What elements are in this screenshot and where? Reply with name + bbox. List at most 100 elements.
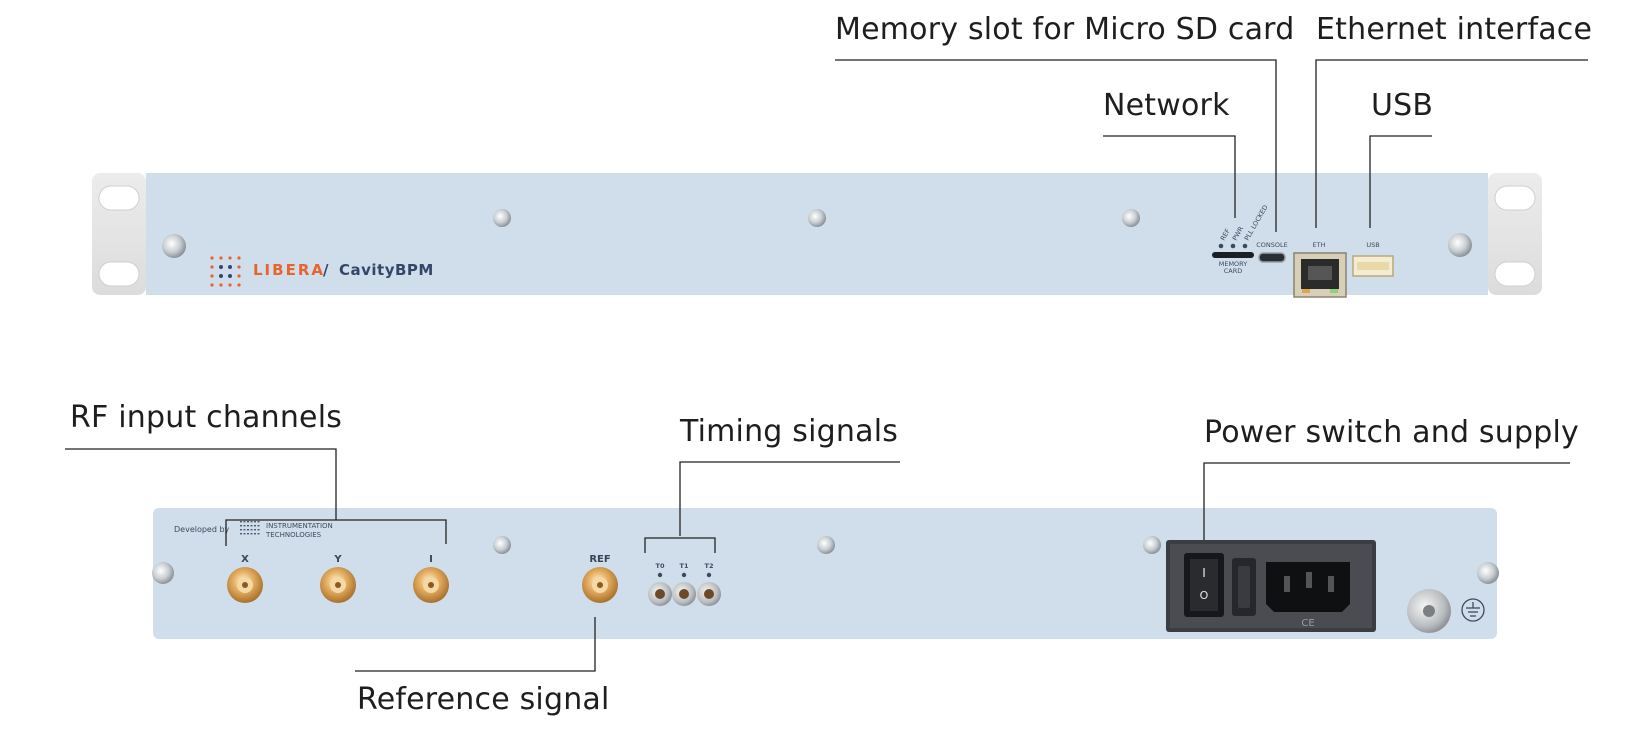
callout-timing: Timing signals — [680, 414, 899, 449]
screw-icon — [152, 562, 174, 584]
logo-dot — [240, 529, 242, 531]
libera-logo-icon — [210, 256, 241, 287]
back-panel-face — [153, 508, 1497, 639]
led-pwr-icon — [1230, 243, 1236, 249]
front-rack-slot-tl — [98, 185, 140, 211]
product-name: CavityBPM — [339, 261, 434, 279]
usb-label: USB — [1366, 241, 1379, 249]
rf-input-y-connector[interactable] — [320, 567, 356, 603]
logo-dot — [257, 521, 260, 523]
front-rack-slot-bl — [98, 261, 140, 287]
logo-dot — [219, 265, 223, 269]
logo-dot — [247, 525, 249, 527]
callout-ethernet: Ethernet interface — [1316, 12, 1593, 47]
timing-t1-connector[interactable] — [672, 582, 696, 606]
memory-card-label: MEMORY — [1219, 260, 1248, 268]
callout-memory-slot: Memory slot for Micro SD card — [835, 12, 1295, 47]
logo-dot — [219, 256, 223, 260]
ref-jack-label: REF — [589, 554, 610, 565]
logo-dot — [219, 274, 223, 278]
rf-label-x: X — [241, 554, 249, 565]
switch-on-mark: I — [1202, 566, 1206, 580]
leader-reference — [355, 617, 596, 672]
micro-sd-slot[interactable] — [1212, 252, 1254, 258]
screw-icon — [1448, 233, 1472, 257]
logo-dot — [210, 274, 214, 278]
front-rack-slot-tr — [1494, 185, 1536, 211]
logo-dot — [247, 533, 249, 535]
ethernet-port[interactable] — [1293, 252, 1347, 298]
front-panel-face — [146, 173, 1488, 295]
rf-input-x-connector[interactable] — [227, 567, 263, 603]
leader-rf — [65, 448, 337, 520]
timing-label-t2: T2 — [705, 562, 714, 570]
logo-dot — [243, 521, 246, 523]
callout-power: Power switch and supply — [1204, 415, 1579, 450]
logo-dot — [254, 529, 256, 531]
leader-lines — [65, 59, 1588, 672]
logo-dot — [240, 521, 242, 523]
logo-dot — [254, 533, 256, 535]
logo-dot — [254, 521, 256, 523]
logo-dot — [250, 521, 253, 523]
fuse-holder — [1232, 558, 1256, 616]
led-ref-icon — [1218, 243, 1224, 249]
ground-symbol-icon — [1461, 598, 1485, 622]
instrumentation-technologies-logo-icon — [240, 521, 260, 535]
screw-icon — [493, 536, 511, 554]
console-port[interactable] — [1258, 252, 1286, 263]
screw-icon — [1122, 209, 1140, 227]
logo-dot — [237, 283, 241, 287]
logo-dot — [240, 525, 242, 527]
leader-network — [1103, 135, 1236, 218]
logo-dot — [237, 256, 241, 260]
memory-card-label: CARD — [1224, 267, 1243, 275]
leader-usb — [1369, 135, 1432, 228]
logo-dot — [250, 533, 253, 535]
logo-dot — [257, 529, 260, 531]
back-panel: Developed by INSTRUMENTATION TECHNOLOGIE… — [152, 508, 1499, 639]
eth-label: ETH — [1313, 241, 1326, 249]
logo-dot — [240, 533, 242, 535]
screw-icon — [808, 209, 826, 227]
logo-dot — [219, 283, 223, 287]
ref-input-connector[interactable] — [582, 567, 618, 603]
ground-terminal[interactable] — [1407, 589, 1451, 633]
logo-dot — [257, 525, 260, 527]
timing-led-icon — [657, 572, 663, 578]
logo-dot — [237, 274, 241, 278]
logo-dot — [210, 256, 214, 260]
developed-by-text: Developed by — [174, 525, 230, 534]
company-name-line: TECHNOLOGIES — [265, 531, 322, 539]
timing-label-t0: T0 — [656, 562, 665, 570]
leader-memory-slot — [835, 59, 1277, 232]
power-switch[interactable]: I O — [1184, 553, 1224, 617]
screw-icon — [817, 536, 835, 554]
logo-dot — [210, 283, 214, 287]
callout-reference: Reference signal — [357, 682, 610, 717]
screw-icon — [1143, 536, 1161, 554]
logo-dot — [228, 256, 232, 260]
timing-t0-connector[interactable] — [648, 582, 672, 606]
callout-rf-input: RF input channels — [70, 400, 343, 435]
leader-ethernet — [1315, 59, 1588, 228]
logo-dot — [228, 283, 232, 287]
logo-dot — [237, 265, 241, 269]
leader-power — [1203, 462, 1570, 540]
logo-dot — [243, 529, 246, 531]
logo-dot — [257, 533, 260, 535]
front-rack-slot-br — [1494, 261, 1536, 287]
rf-input-i-connector[interactable] — [413, 567, 449, 603]
usb-port[interactable] — [1352, 255, 1394, 277]
screw-icon — [1477, 562, 1499, 584]
callout-network: Network — [1103, 88, 1230, 123]
leader-rf-bracket — [225, 519, 447, 546]
logo-dot — [228, 265, 232, 269]
logo-dot — [210, 265, 214, 269]
timing-led-icon — [681, 572, 687, 578]
front-panel: LIBERA / CavityBPM REF PWR PLL LOCKED ME… — [92, 173, 1542, 298]
timing-label-t1: T1 — [680, 562, 689, 570]
iec-power-inlet[interactable] — [1266, 562, 1350, 612]
logo-dot — [247, 529, 249, 531]
timing-t2-connector[interactable] — [697, 582, 721, 606]
